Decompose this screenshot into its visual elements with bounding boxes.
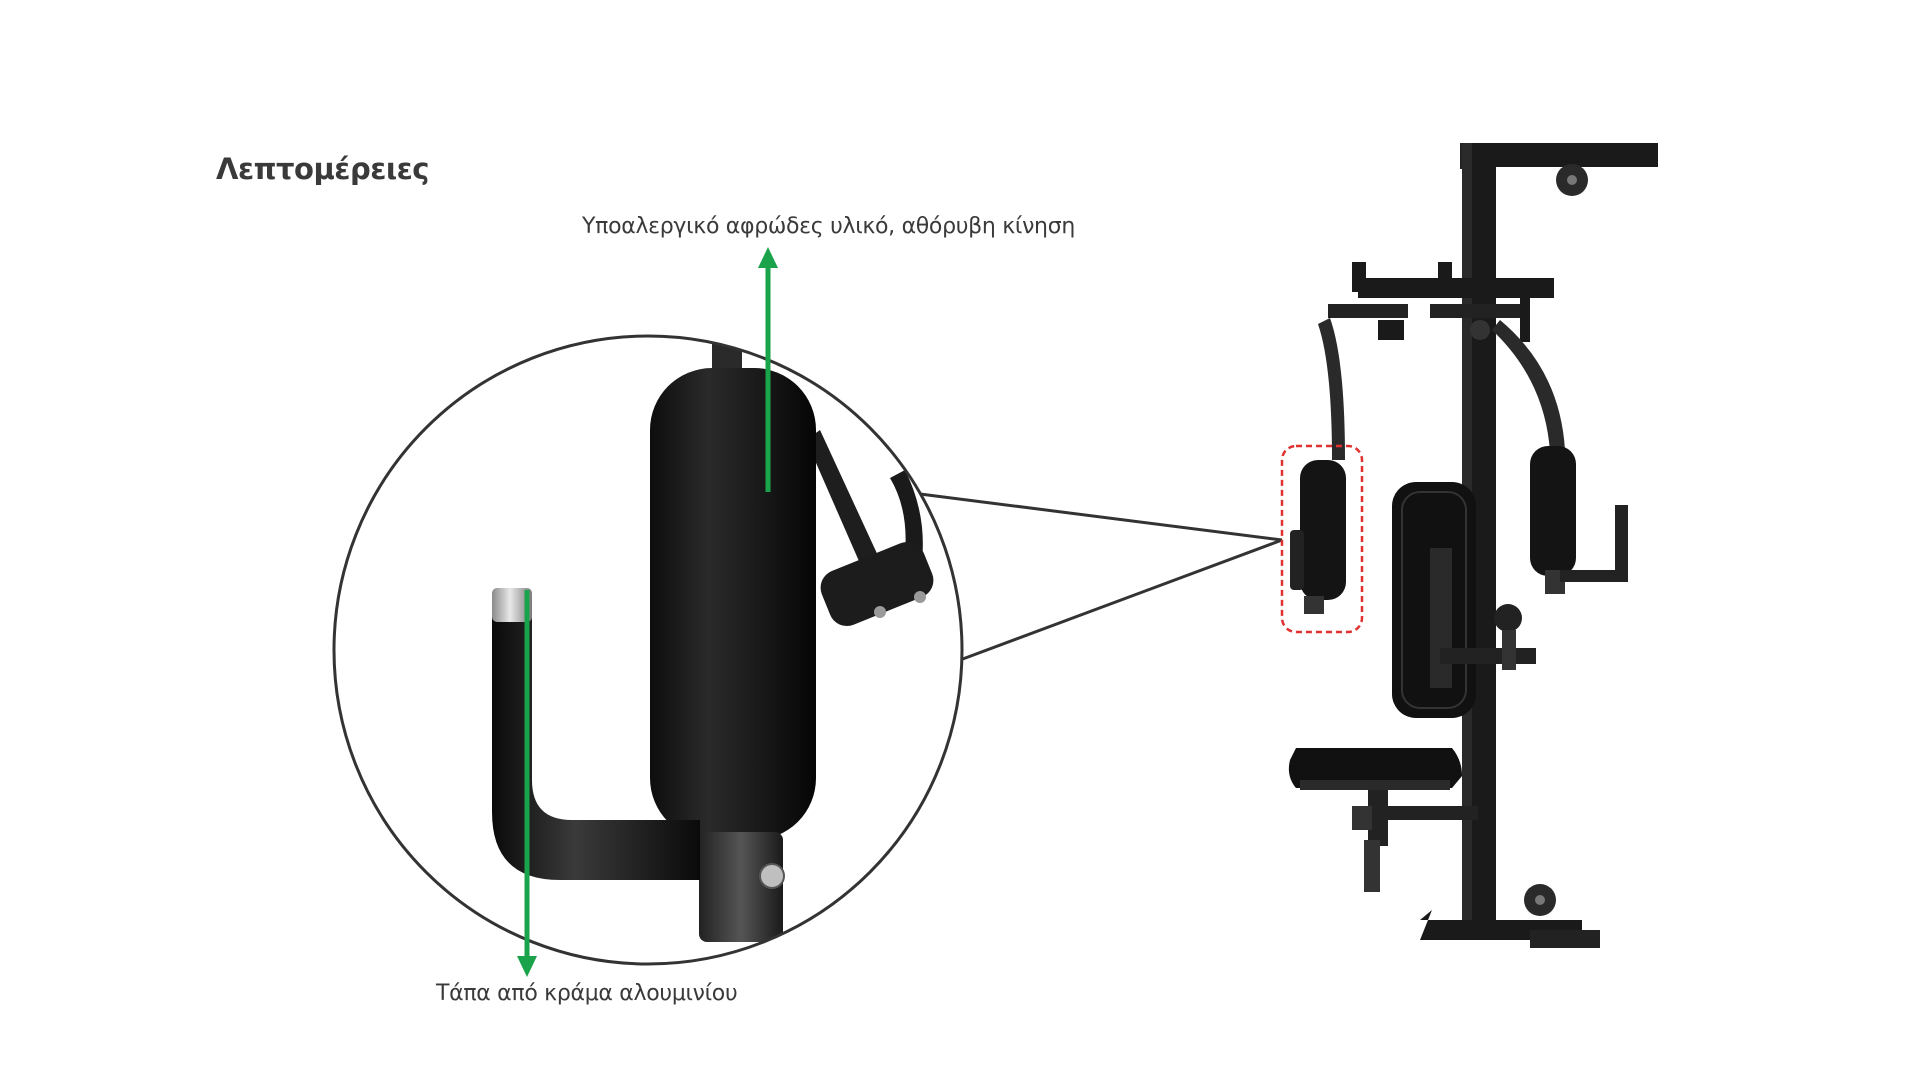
handle-tube bbox=[492, 610, 700, 880]
foam-pad bbox=[650, 368, 816, 840]
gym-machine bbox=[1288, 143, 1658, 948]
page-title: Λεπτομέρειες bbox=[216, 152, 429, 186]
callout-foam-material: Υποαλεργικό αφρώδες υλικό, αθόρυβη κίνησ… bbox=[582, 214, 1075, 239]
aluminium-end-cap bbox=[492, 588, 532, 622]
side-bracket bbox=[820, 470, 934, 627]
callout-aluminium-cap: Τάπα από κράμα αλουμινίου bbox=[436, 981, 738, 1006]
connector-line-bottom bbox=[959, 538, 1283, 662]
arrow-up-icon bbox=[758, 247, 778, 492]
connector-line-top bbox=[919, 492, 1283, 542]
zoom-detail bbox=[334, 336, 962, 964]
highlight-box bbox=[1280, 444, 1364, 634]
pad-collar bbox=[699, 832, 783, 942]
arrow-down-icon bbox=[517, 590, 537, 977]
zoom-circle-outline bbox=[332, 334, 964, 966]
